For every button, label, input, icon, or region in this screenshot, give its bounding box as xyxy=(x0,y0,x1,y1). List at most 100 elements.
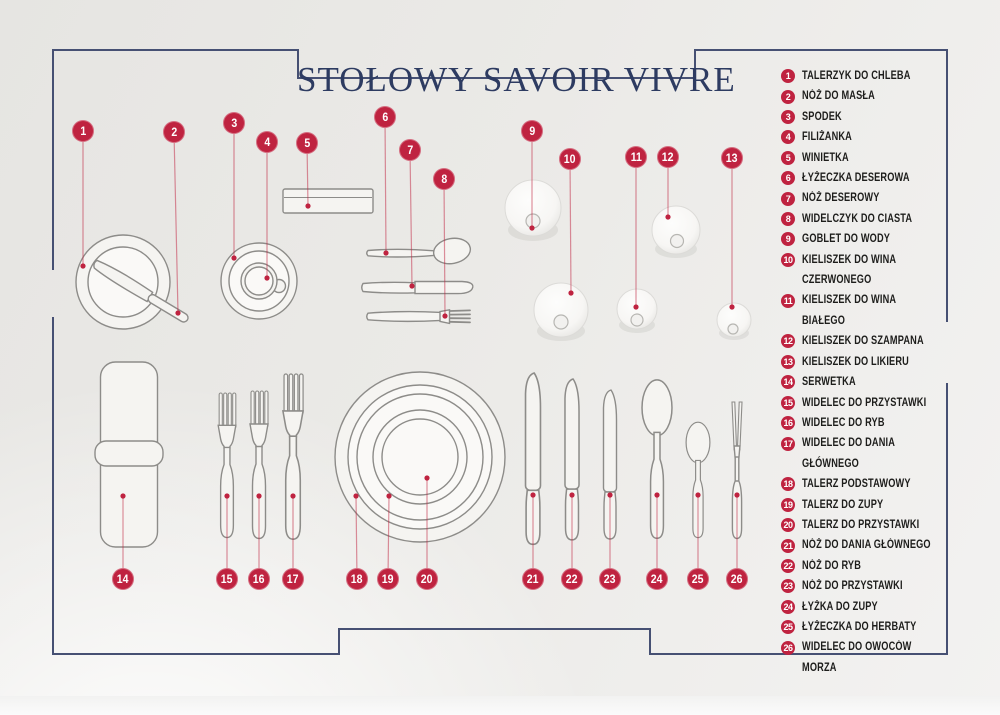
anchor-dot xyxy=(729,304,735,310)
legend-item-label: NÓŻ DESEROWY xyxy=(802,192,880,205)
item-badge: 23 xyxy=(599,568,621,590)
anchor-dot xyxy=(633,304,639,310)
legend-item-label: GOBLET DO WODY xyxy=(802,233,891,246)
legend-item-label: KIELISZEK DO WINA BIAŁEGO xyxy=(802,294,897,327)
legend-item-label: NÓŻ DO MASŁA xyxy=(802,90,875,103)
anchor-dot xyxy=(175,310,181,316)
legend-item-number: 20 xyxy=(781,518,795,533)
legend-item-number: 16 xyxy=(781,416,795,431)
legend-item-number: 4 xyxy=(781,130,795,145)
legend-item-number: 24 xyxy=(781,599,795,614)
legend-item-label: TALERZ PODSTAWOWY xyxy=(802,478,911,491)
red-wine-glass xyxy=(533,282,589,341)
anchor-dot xyxy=(665,214,671,220)
anchor-dot xyxy=(569,492,575,498)
legend-item-label: WIDELEC DO OWOCÓW MORZA xyxy=(802,641,912,674)
anchor-dot xyxy=(424,475,430,481)
place-card xyxy=(282,188,374,214)
cup xyxy=(240,262,287,300)
title-step-right xyxy=(694,49,696,79)
legend-item-label: NÓŻ DO DANIA GŁÓWNEGO xyxy=(802,539,931,552)
item-badge: 24 xyxy=(646,568,668,590)
item-badge: 22 xyxy=(561,568,583,590)
legend-item-number: 10 xyxy=(781,252,795,267)
frame-right-bottom xyxy=(946,383,948,655)
leader-line xyxy=(569,158,572,294)
leader-line xyxy=(355,495,358,580)
leader-line xyxy=(409,149,413,287)
dessert-spoon xyxy=(366,237,472,265)
title-step-left xyxy=(297,49,299,79)
legend-item: 16 WIDELEC DO RYB xyxy=(781,413,971,433)
item-badge: 10 xyxy=(559,148,581,170)
item-badge: 15 xyxy=(216,568,238,590)
anchor-dot xyxy=(386,493,392,499)
legend-item-number: 23 xyxy=(781,579,795,594)
frame-top-left xyxy=(52,49,299,51)
legend-item-label: SERWETKA xyxy=(802,376,856,389)
frame-bottom-right xyxy=(649,653,948,655)
item-badge: 3 xyxy=(223,112,245,134)
item-badge: 6 xyxy=(374,106,396,128)
legend-item: 25 ŁYŻECZKA DO HERBATY xyxy=(781,617,971,637)
item-badge: 25 xyxy=(687,568,709,590)
napkin xyxy=(94,361,164,548)
anchor-dot xyxy=(256,493,262,499)
anchor-dot xyxy=(409,283,415,289)
item-badge: 26 xyxy=(726,568,748,590)
legend-item-number: 15 xyxy=(781,395,795,410)
legend-item: 11 KIELISZEK DO WINA BIAŁEGO xyxy=(781,290,971,331)
page-title: STOŁOWY SAVOIR VIVRE xyxy=(297,60,736,100)
legend-item-label: KIELISZEK DO WINA CZERWONEGO xyxy=(802,253,897,287)
anchor-dot xyxy=(695,492,701,498)
legend-item-number: 9 xyxy=(781,232,795,247)
item-badge: 13 xyxy=(721,147,743,169)
frame-right-top xyxy=(946,49,948,322)
legend-item-label: ŁYŻECZKA DO HERBATY xyxy=(802,620,917,633)
anchor-dot xyxy=(607,492,613,498)
legend-item-number: 22 xyxy=(781,558,795,573)
legend-item-number: 5 xyxy=(781,150,795,165)
legend-item-number: 2 xyxy=(781,89,795,104)
frame-left-bottom xyxy=(52,317,54,655)
item-badge: 16 xyxy=(248,568,270,590)
legend-item-number: 11 xyxy=(781,293,795,308)
anchor-dot xyxy=(290,493,296,499)
leader-line xyxy=(443,178,446,317)
legend-item: 2 NÓŻ DO MASŁA xyxy=(781,86,971,106)
plate-stack xyxy=(334,371,506,543)
notch-top xyxy=(338,628,651,630)
anchor-dot xyxy=(442,313,448,319)
anchor-dot xyxy=(568,290,574,296)
liqueur-glass xyxy=(716,302,752,340)
legend-item-number: 25 xyxy=(781,620,795,635)
legend-item: 14 SERWETKA xyxy=(781,372,971,392)
legend-item-label: WIDELEC DO PRZYSTAWKI xyxy=(802,396,927,409)
legend-item-label: WIDELEC DO RYB xyxy=(802,416,885,429)
leader-line xyxy=(173,131,179,314)
item-badge: 2 xyxy=(163,121,185,143)
anchor-dot xyxy=(224,493,230,499)
legend-item-label: KIELISZEK DO LIKIERU xyxy=(802,355,909,368)
legend-item: 10 KIELISZEK DO WINA CZERWONEGO xyxy=(781,250,971,291)
legend-item-number: 14 xyxy=(781,375,795,390)
legend-item-number: 6 xyxy=(781,171,795,186)
legend-item: 15 WIDELEC DO PRZYSTAWKI xyxy=(781,393,971,413)
anchor-dot xyxy=(120,493,126,499)
leader-line xyxy=(387,495,390,580)
legend-item-number: 3 xyxy=(781,110,795,124)
item-badge: 17 xyxy=(282,568,304,590)
item-badge: 7 xyxy=(399,139,421,161)
